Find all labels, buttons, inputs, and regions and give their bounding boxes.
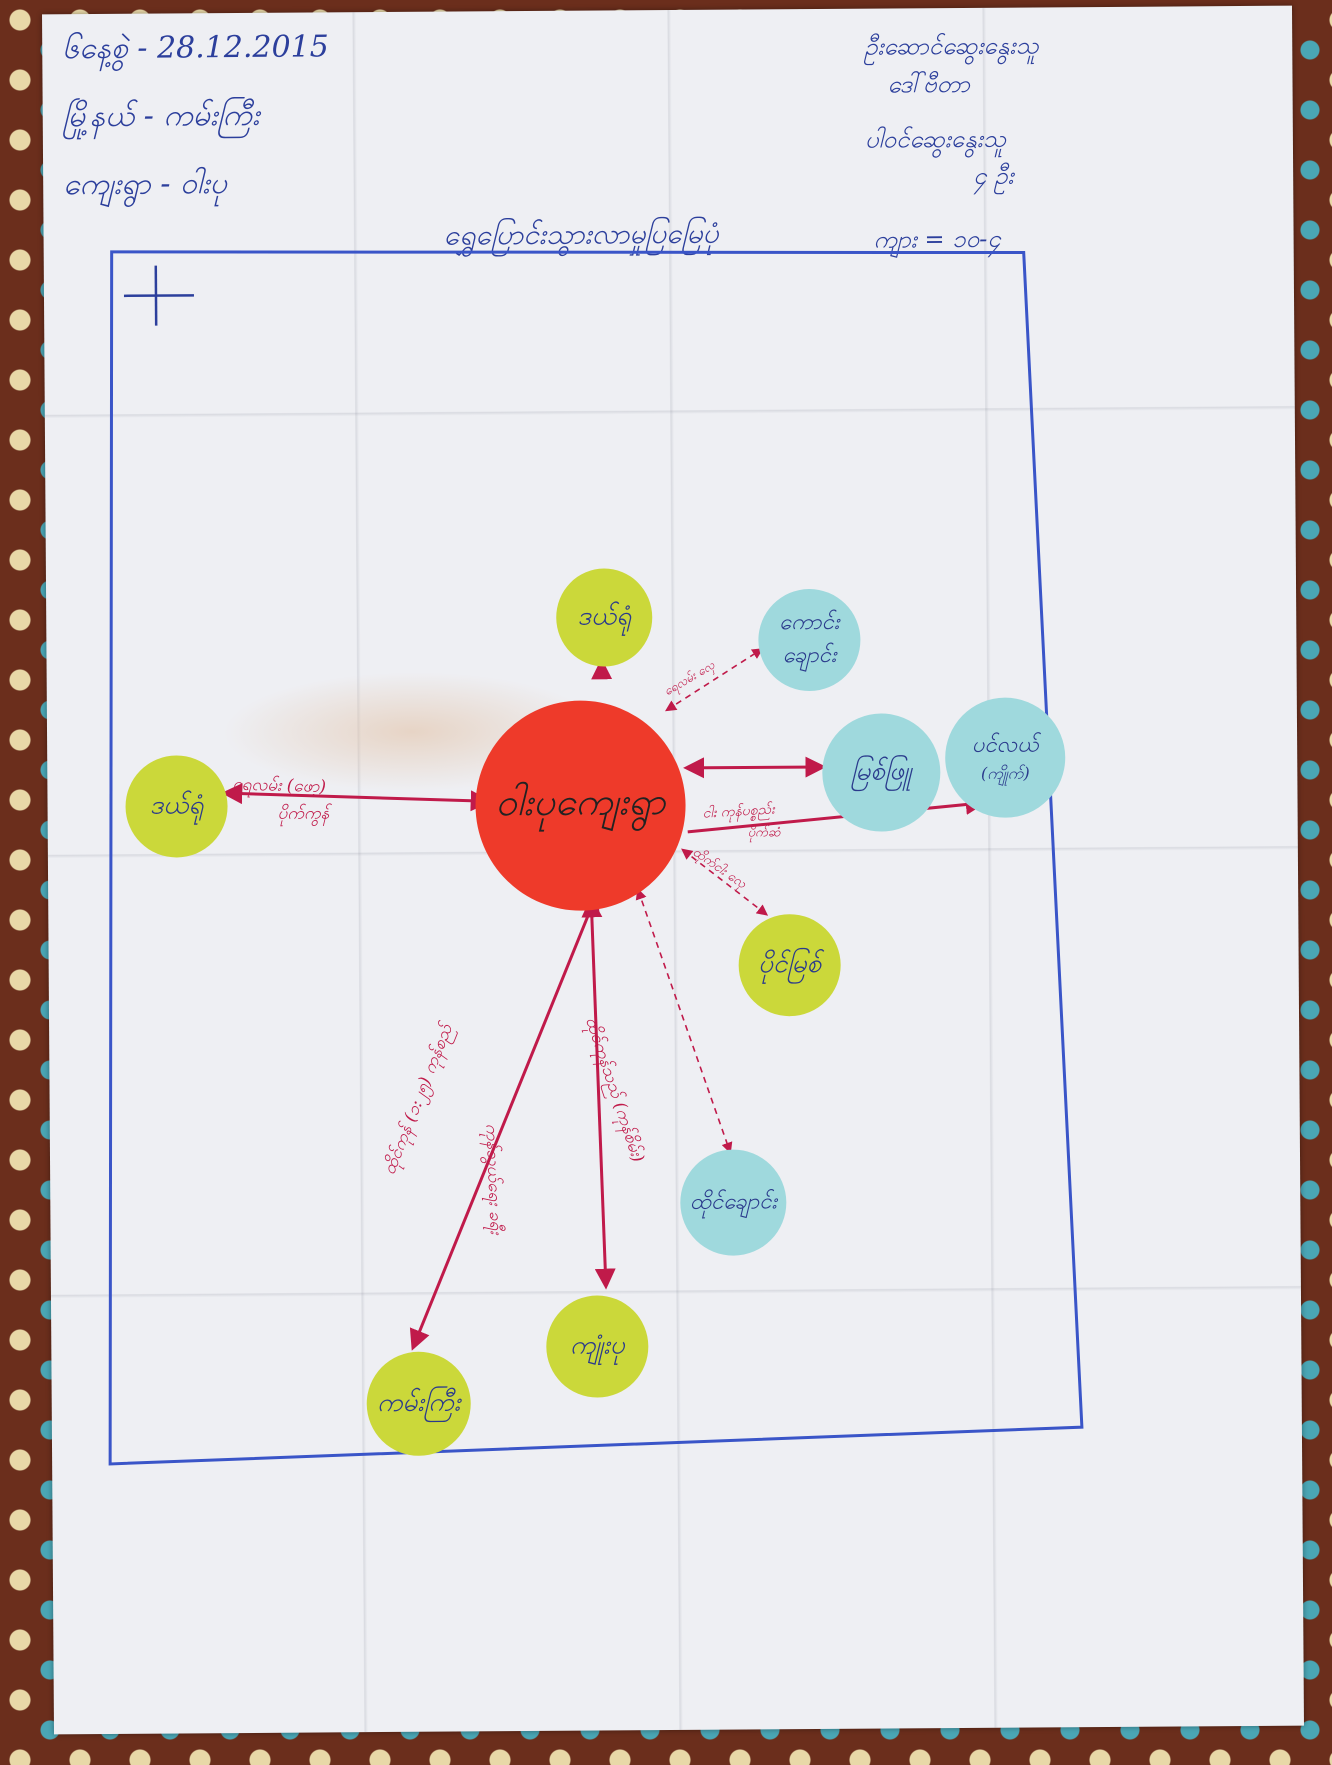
edge-left — [221, 783, 492, 812]
node-right-2-label: ပင်လယ် — [971, 731, 1039, 758]
edge-label-left: ရေလမ်း (ဖော့) — [232, 774, 327, 798]
node-right-2-sub: (ကျိုက်) — [980, 763, 1030, 783]
node-bottom-left: ကမ်းကြီး — [366, 1351, 472, 1457]
edge-bottom-mid — [581, 896, 616, 1290]
edge-label-right-2: ငါး ကုန်ပစ္စည်း — [702, 801, 776, 822]
map-border — [108, 250, 1084, 1466]
node-right-1: မြစ်ဖြူ — [821, 713, 941, 832]
edge-bottom-right — [635, 888, 733, 1154]
edge-label-bottom-mid: ကုန်သွယ်ရေး ခရီး — [481, 1123, 506, 1235]
node-right-2: ပင်လယ် (ကျိုက်) — [944, 697, 1066, 819]
node-top: ဒယ်ရုံ — [555, 568, 653, 667]
node-left: ဒယ်ရုံ — [125, 755, 228, 858]
map-drawing — [108, 250, 1084, 1466]
edge-right-1 — [683, 756, 827, 779]
node-top-right: ကောင်းချောင်း — [758, 588, 861, 692]
node-lower-right: ပိုင်မြစ် — [738, 913, 842, 1017]
edge-label-left-sub: ပိုက်ကွန် — [277, 803, 330, 824]
node-bottom-mid: ကျုံးပု — [545, 1295, 649, 1398]
edge-label-right-2-sub: ပိုက်ဆံ — [747, 825, 781, 841]
paper-sheet: ၆နေ့စွဲ - 28.12.2015 မြို့နယ် - ကမ်းကြီး… — [42, 5, 1304, 1735]
node-center-village: ဝါးပုကျေးရွာ — [474, 699, 687, 912]
edge-bottom-left — [409, 891, 600, 1351]
edge-right-2 — [687, 794, 987, 834]
compass-icon — [123, 265, 194, 326]
edge-top-right — [664, 648, 764, 712]
node-bottom-right: ထိုင်ချောင်း — [679, 1149, 787, 1256]
